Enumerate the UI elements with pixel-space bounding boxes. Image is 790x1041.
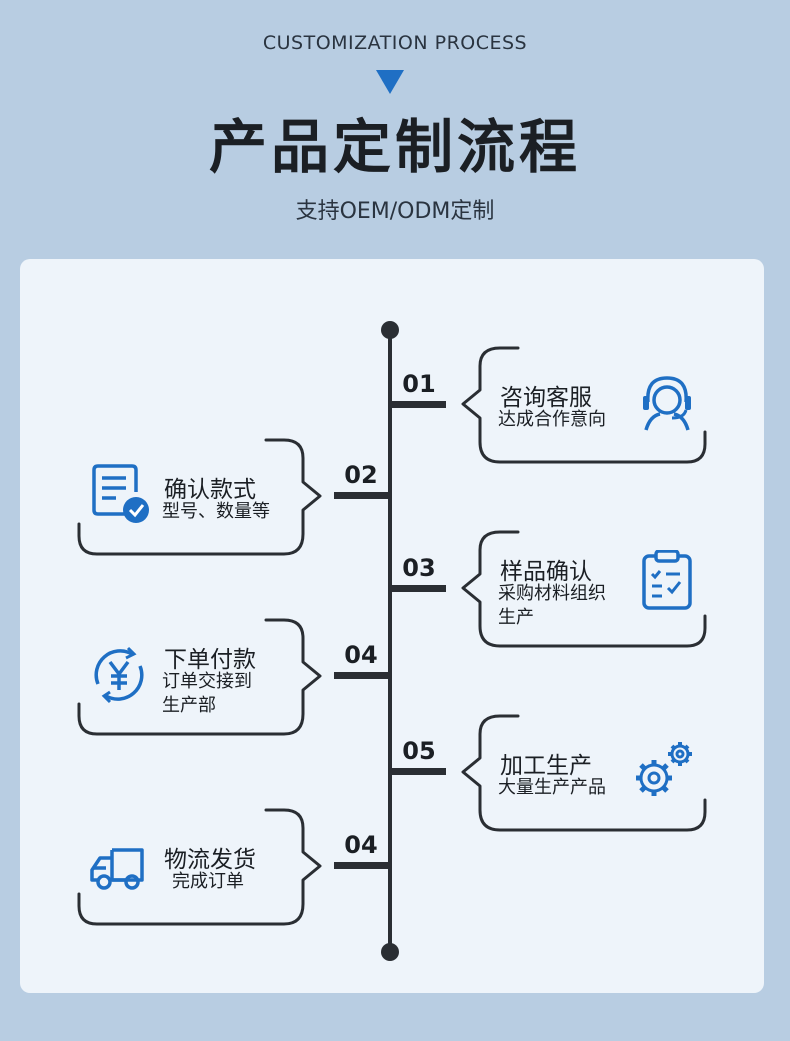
down-triangle-icon (376, 70, 404, 94)
step-title-3: 样品确认 (500, 559, 592, 585)
eyebrow-text: CUSTOMIZATION PROCESS (262, 32, 528, 54)
step-number-4: 04 (344, 641, 378, 669)
yuan-refresh-icon (94, 646, 144, 704)
step-desc-5: 大量生产产品 (498, 777, 606, 798)
gears-icon (636, 742, 692, 796)
step-title-4: 下单付款 (164, 647, 256, 673)
step-card-2: 确认款式 型号、数量等 (74, 436, 324, 560)
document-check-icon (92, 464, 149, 523)
step-number-6: 04 (344, 831, 378, 859)
step-desc-4a: 订单交接到 (162, 671, 252, 692)
delivery-truck-icon (90, 848, 144, 890)
step-desc-3a: 采购材料组织 (498, 583, 606, 604)
step-number-5: 05 (402, 737, 436, 765)
card-frame (461, 346, 707, 464)
card-frame (77, 808, 322, 926)
card-frame (461, 530, 707, 648)
clipboard-check-icon (642, 550, 692, 610)
card-frame (77, 438, 322, 556)
step-desc-4b: 生产部 (162, 695, 216, 716)
step-card-4: 下单付款 订单交接到 生产部 (74, 616, 324, 740)
card-frame (461, 714, 707, 832)
step-number-3: 03 (402, 554, 436, 582)
card-frame (77, 618, 322, 736)
step-number-2: 02 (344, 461, 378, 489)
process-panel (20, 259, 764, 993)
customer-service-icon (643, 376, 691, 431)
step-number-1: 01 (402, 370, 436, 398)
step-card-3: 样品确认 采购材料组织 生产 (460, 528, 710, 652)
step-card-5: 加工生产 大量生产产品 (460, 712, 710, 836)
step-card-6: 物流发货 完成订单 (74, 806, 324, 930)
step-desc-1: 达成合作意向 (498, 409, 606, 430)
step-desc-3b: 生产 (498, 607, 534, 628)
step-title-6: 物流发货 (164, 847, 256, 873)
step-card-1: 咨询客服 达成合作意向 (460, 344, 710, 468)
step-title-1: 咨询客服 (500, 385, 592, 411)
step-desc-6: 完成订单 (172, 871, 244, 892)
page-subtitle: 支持OEM/ODM定制 (295, 199, 495, 224)
step-title-2: 确认款式 (164, 477, 256, 503)
step-title-5: 加工生产 (500, 753, 592, 779)
page-title: 产品定制流程 (208, 113, 581, 181)
step-desc-2: 型号、数量等 (162, 501, 270, 522)
